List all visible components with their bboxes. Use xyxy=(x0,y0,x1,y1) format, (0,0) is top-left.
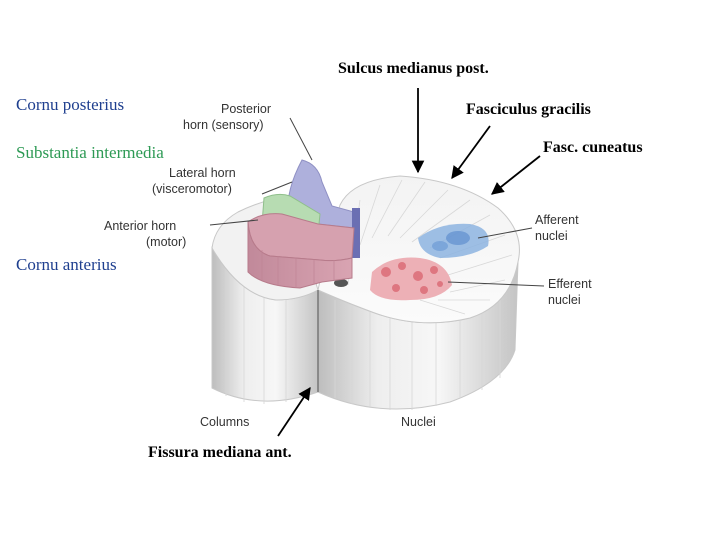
label-posterior-horn: Posterior horn (sensory) xyxy=(183,101,272,134)
central-canal xyxy=(334,279,348,287)
label-cornu-posterius: Cornu posterius xyxy=(16,95,125,114)
leader-lines xyxy=(209,117,545,287)
label-sulcus-medianus-post: Sulcus medianus post. xyxy=(338,60,489,77)
label-efferent-nuclei-line2: nuclei xyxy=(548,293,581,308)
label-substantia-intermedia: Substantia intermedia xyxy=(16,143,164,162)
label-fasc-cuneatus: Fasc. cuneatus xyxy=(543,139,643,156)
pointer-arrows xyxy=(277,88,541,437)
label-posterior-horn-line1: Posterior xyxy=(221,102,272,116)
cord-right-half xyxy=(317,175,520,410)
label-lateral-horn-line1: Lateral horn xyxy=(169,166,236,180)
label-anterior-horn-line1: Anterior horn xyxy=(104,219,177,233)
label-efferent-nuclei: Efferent nuclei xyxy=(548,276,592,309)
grey-matter-left xyxy=(247,159,360,289)
label-lateral-horn-line2: (visceromotor) xyxy=(152,182,232,197)
label-fissura-mediana-ant: Fissura mediana ant. xyxy=(148,444,292,461)
label-efferent-nuclei-line1: Efferent xyxy=(548,277,592,291)
label-afferent-nuclei: Afferent nuclei xyxy=(535,212,579,245)
label-posterior-horn-line2: horn (sensory) xyxy=(183,118,264,133)
label-anterior-horn-line2: (motor) xyxy=(146,235,187,250)
label-cornu-anterius: Cornu anterius xyxy=(16,255,117,274)
label-columns: Columns xyxy=(200,415,250,429)
label-afferent-nuclei-line2: nuclei xyxy=(535,229,568,244)
label-nuclei: Nuclei xyxy=(401,415,436,429)
label-afferent-nuclei-line1: Afferent xyxy=(535,213,579,227)
label-fasciculus-gracilis: Fasciculus gracilis xyxy=(466,101,591,118)
label-anterior-horn: Anterior horn (motor) xyxy=(104,218,186,251)
label-lateral-horn: Lateral horn (visceromotor) xyxy=(152,165,236,198)
